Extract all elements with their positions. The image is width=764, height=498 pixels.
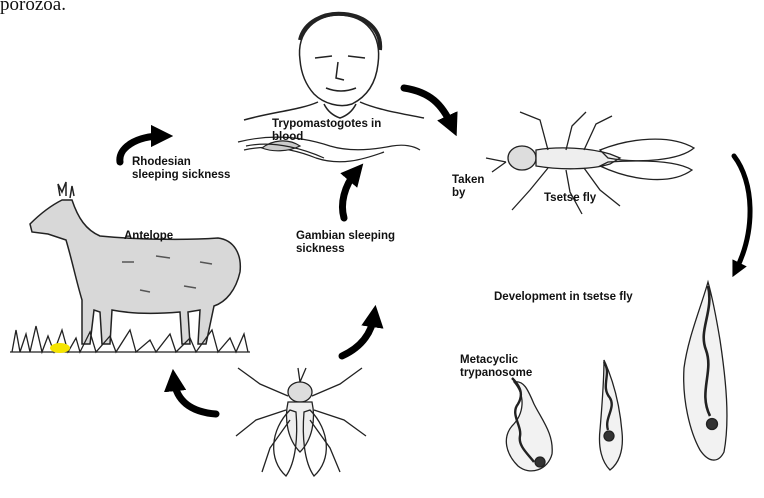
label-taken-by: Taken by xyxy=(452,174,484,200)
label-tsetse-fly: Tsetse fly xyxy=(544,192,596,205)
label-development: Development in tsetse fly xyxy=(494,291,633,304)
top-text-fragment: porozoa. xyxy=(0,0,66,16)
arrow-fly-to-development xyxy=(734,156,750,270)
developing-trypanosome-middle xyxy=(599,360,622,470)
label-trypomastigotes: Trypomastogotes in blood xyxy=(272,118,381,144)
label-antelope: Antelope xyxy=(124,230,173,243)
grass xyxy=(10,326,250,352)
metacyclic-trypanosome xyxy=(506,378,552,471)
arrow-fly-to-human xyxy=(342,316,374,356)
yellow-spot xyxy=(50,343,70,353)
developing-trypanosome-right xyxy=(684,282,727,460)
arrow-gambian xyxy=(343,172,357,218)
human-head-figure xyxy=(244,14,424,120)
arrow-human-to-fly xyxy=(404,88,452,126)
arrow-fly-to-antelope xyxy=(174,380,216,414)
antelope-figure xyxy=(30,182,240,344)
label-gambian: Gambian sleeping sickness xyxy=(296,230,395,256)
label-metacyclic: Metacyclic trypanosome xyxy=(460,354,532,380)
label-rhodesian: Rhodesian sleeping sickness xyxy=(132,156,230,182)
tsetse-fly-bottom xyxy=(236,368,366,476)
